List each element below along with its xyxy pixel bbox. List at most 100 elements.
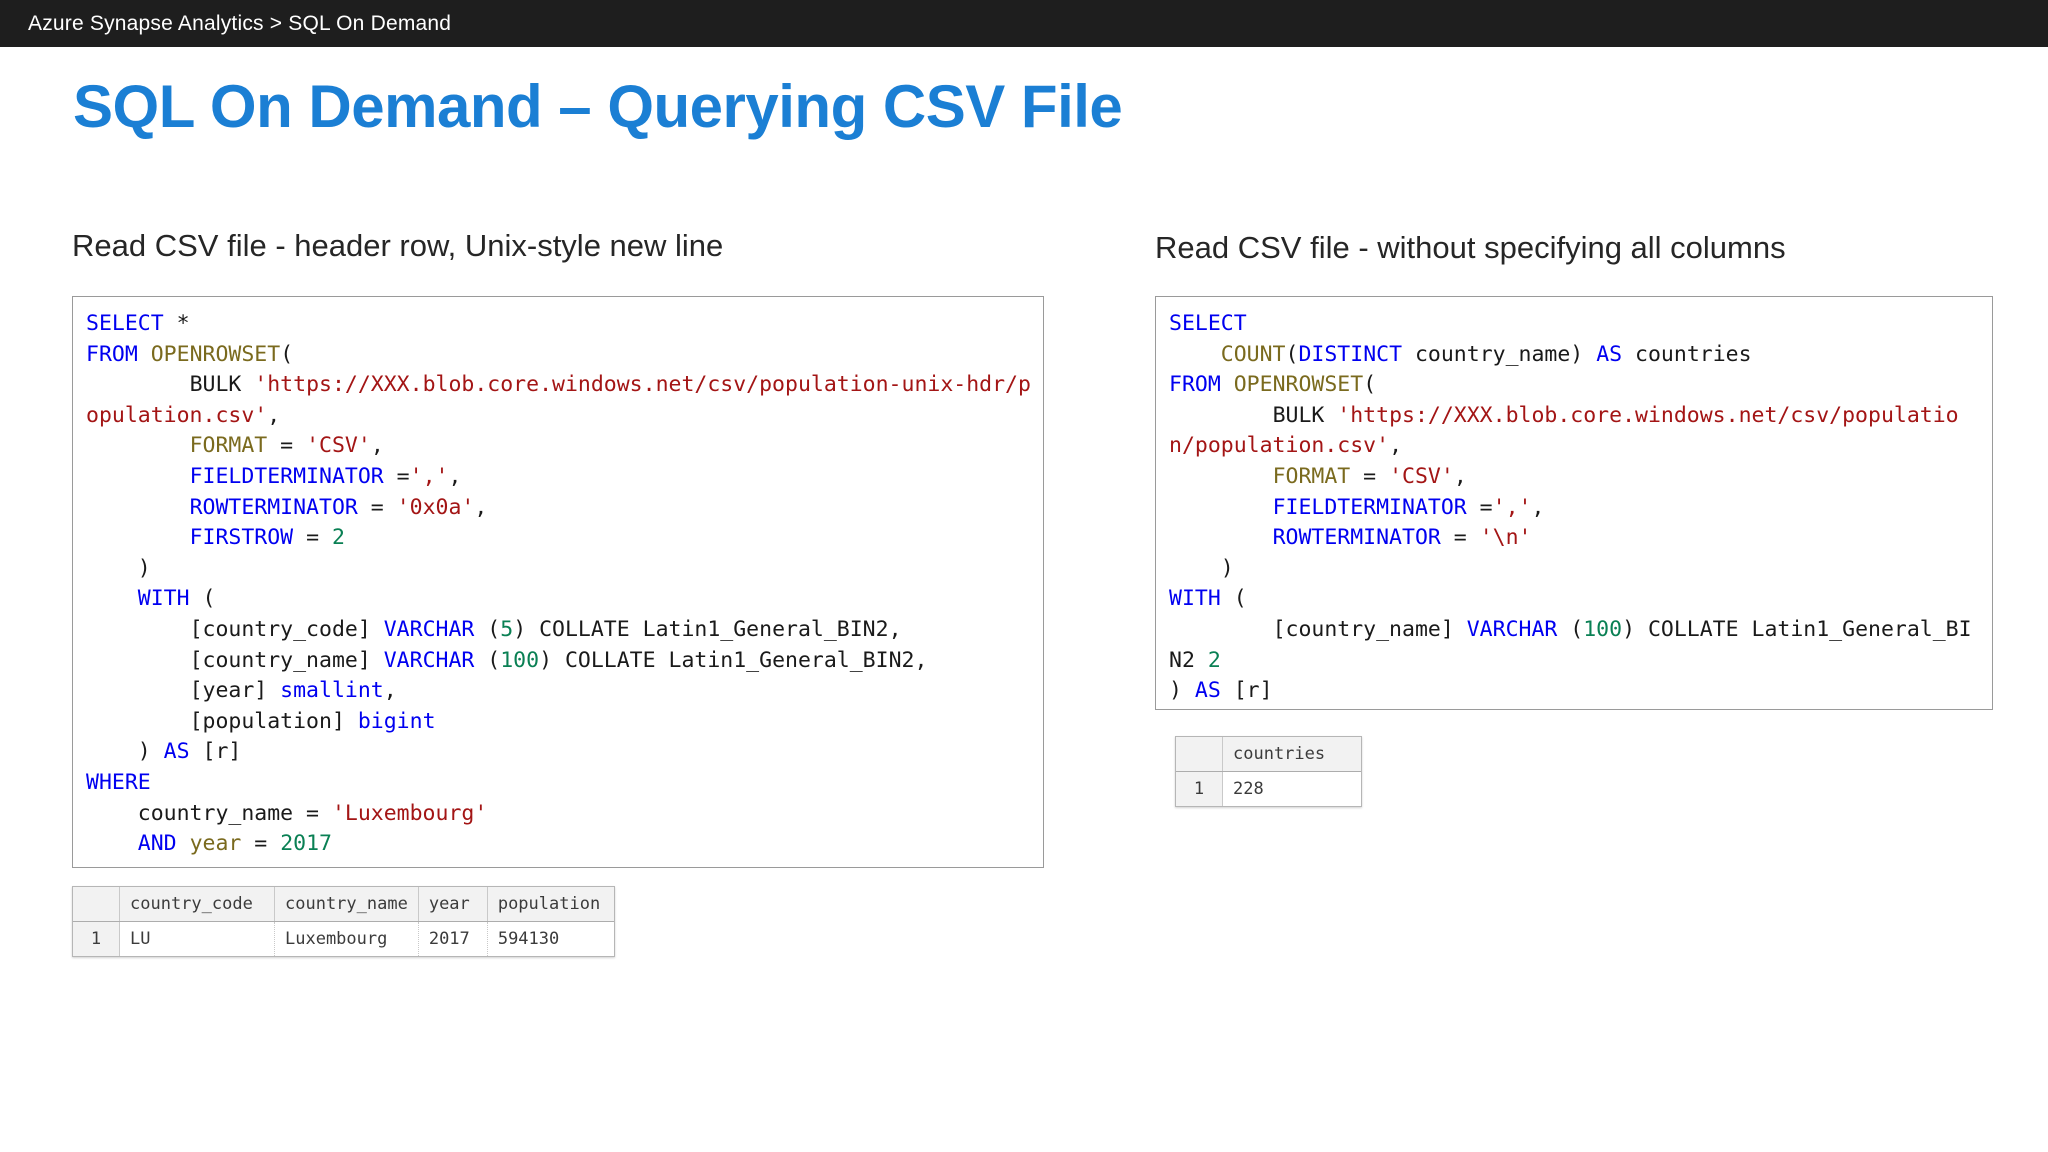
- code-token: ) COLLATE Latin1_General_BIN2: [1169, 616, 1972, 673]
- code-token: (: [1363, 372, 1377, 398]
- code-token: VARCHAR: [383, 647, 475, 673]
- table-header-row: countries: [1176, 737, 1361, 772]
- code-token: 'https://XXX.blob.core.windows.net/csv/p…: [86, 372, 1031, 428]
- code-token: [population]: [86, 708, 358, 734]
- code-token: AS: [163, 739, 190, 765]
- code-token: ,: [474, 494, 488, 520]
- code-token: (: [1557, 616, 1584, 642]
- code-token: [1169, 342, 1221, 367]
- code-token: ,: [1389, 433, 1403, 459]
- column-header: population: [487, 887, 614, 922]
- code-token: 'https://XXX.blob.core.windows.net/csv/p…: [1169, 402, 1959, 459]
- code-token: (: [189, 586, 216, 612]
- code-token: DISTINCT: [1298, 341, 1403, 367]
- code-token: 2: [1207, 647, 1221, 673]
- code-token: =: [383, 463, 410, 489]
- code-token: [r]: [1220, 678, 1273, 704]
- code-token: WITH: [1169, 586, 1221, 612]
- code-token: =: [1440, 525, 1480, 551]
- code-token: ,: [1453, 463, 1467, 489]
- code-token: country_name): [1402, 341, 1597, 367]
- code-token: 5: [500, 616, 514, 642]
- code-token: =: [241, 831, 281, 857]
- code-token: =: [293, 525, 332, 551]
- code-token: year: [189, 831, 242, 857]
- right-section-heading: Read CSV file - without specifying all c…: [1155, 230, 1786, 265]
- code-token: [country_name]: [86, 647, 384, 673]
- column-header: [73, 887, 120, 922]
- code-token: [1169, 495, 1273, 520]
- code-token: ): [86, 555, 151, 581]
- code-token: VARCHAR: [383, 616, 475, 642]
- code-token: ',': [409, 463, 449, 489]
- code-token: 'CSV': [1389, 463, 1454, 489]
- code-token: 'Luxembourg': [331, 800, 488, 826]
- code-token: FORMAT: [1272, 463, 1351, 489]
- left-section-heading: Read CSV file - header row, Unix-style n…: [72, 228, 724, 263]
- code-token: FROM: [1169, 372, 1221, 398]
- code-token: ',': [1492, 494, 1532, 520]
- left-code-block: SELECT * FROM OPENROWSET( BULK 'https://…: [72, 296, 1044, 868]
- code-token: 2017: [280, 831, 332, 857]
- row-number: 1: [73, 921, 120, 956]
- code-token: 100: [1583, 616, 1623, 642]
- code-token: smallint: [280, 678, 384, 704]
- code-token: AS: [1596, 341, 1623, 367]
- code-token: [country_code]: [86, 616, 384, 642]
- code-token: =: [1466, 494, 1493, 520]
- code-token: BULK: [86, 372, 255, 398]
- code-token: ,: [267, 402, 281, 428]
- code-token: FIELDTERMINATOR: [1272, 494, 1467, 520]
- code-token: [year]: [86, 678, 281, 704]
- code-token: [86, 464, 190, 489]
- code-token: [177, 831, 190, 856]
- code-token: (: [474, 616, 501, 642]
- code-token: (: [1220, 586, 1247, 612]
- code-token: (: [1285, 341, 1299, 367]
- code-token: 100: [500, 647, 540, 673]
- code-token: ): [86, 739, 164, 765]
- column-header: countries: [1222, 737, 1361, 772]
- code-token: ,: [1531, 494, 1545, 520]
- code-token: ) COLLATE Latin1_General_BIN2,: [539, 647, 928, 673]
- code-token: WITH: [137, 586, 190, 612]
- code-token: AS: [1194, 678, 1221, 704]
- table-cell: 228: [1222, 771, 1361, 806]
- code-token: FIRSTROW: [189, 525, 294, 551]
- code-token: [138, 342, 151, 367]
- code-token: ,: [383, 678, 397, 704]
- code-token: ): [1169, 555, 1234, 581]
- column-header: year: [418, 887, 488, 922]
- code-token: BULK: [1169, 402, 1338, 428]
- code-token: [86, 495, 190, 520]
- code-token: [1221, 372, 1234, 397]
- code-token: FIELDTERMINATOR: [189, 463, 384, 489]
- right-code-block: SELECT COUNT(DISTINCT country_name) AS c…: [1155, 296, 1993, 710]
- code-token: [86, 525, 190, 550]
- code-token: =: [267, 433, 307, 459]
- code-token: *: [163, 311, 190, 336]
- code-token: [r]: [189, 739, 242, 765]
- code-token: '\n': [1479, 525, 1532, 551]
- code-token: ,: [370, 433, 384, 459]
- code-token: VARCHAR: [1466, 616, 1558, 642]
- column-header: country_code: [119, 887, 275, 922]
- code-token: [country_name]: [1169, 616, 1467, 642]
- code-token: COUNT: [1220, 341, 1286, 367]
- code-token: AND: [137, 831, 177, 857]
- code-token: OPENROWSET: [1233, 372, 1364, 398]
- code-token: [1169, 464, 1273, 489]
- code-token: bigint: [357, 708, 436, 734]
- code-token: 2: [331, 525, 345, 551]
- code-token: SELECT: [1169, 311, 1247, 336]
- table-cell: LU: [119, 921, 275, 956]
- code-token: [86, 586, 138, 611]
- code-token: =: [357, 494, 397, 520]
